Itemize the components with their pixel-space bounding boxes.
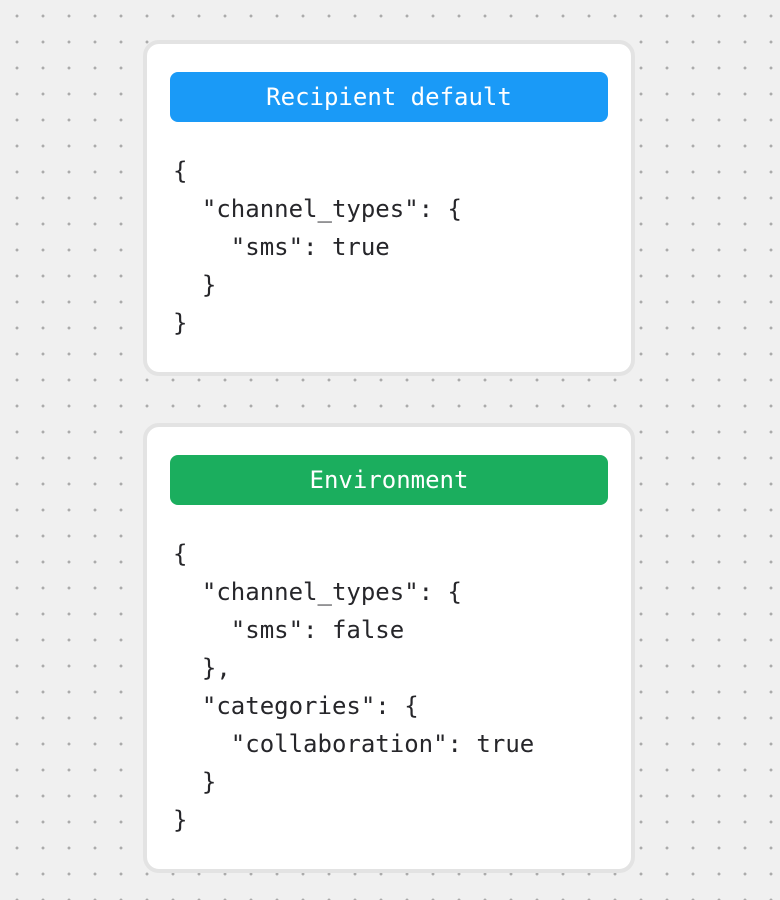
environment-json-code: { "channel_types": { "sms": false }, "ca… [173,540,535,834]
cards-container: Recipient default { "channel_types": { "… [143,40,635,873]
card-recipient-default: Recipient default { "channel_types": { "… [143,40,635,376]
recipient-default-header-badge: Recipient default [170,72,608,122]
recipient-default-json-code: { "channel_types": { "sms": true } } [173,157,462,337]
card-environment: Environment { "channel_types": { "sms": … [143,423,635,873]
environment-header-badge: Environment [170,455,608,505]
